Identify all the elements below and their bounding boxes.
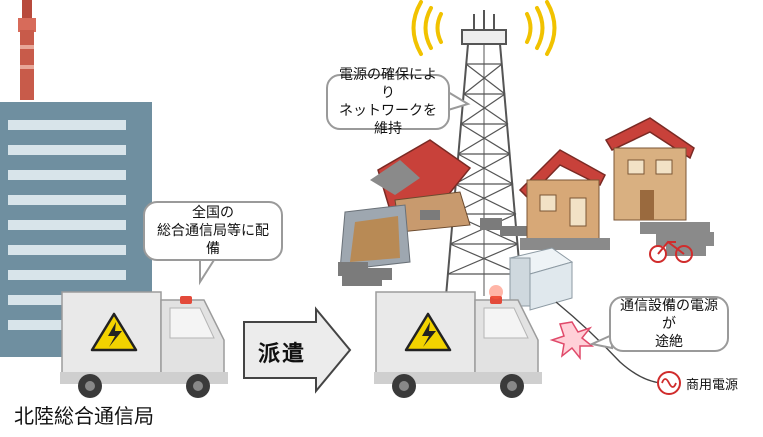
dispatch-origin-bubble: 全国の 総合通信局等に配備	[143, 201, 283, 261]
office-label: 北陸総合通信局	[14, 400, 154, 429]
communication-tower	[446, 10, 522, 296]
network-maintain-bubble: 電源の確保により ネットワークを維持	[326, 74, 450, 130]
damaged-houses-right	[520, 118, 714, 262]
commercial-power-label: 商用電源	[686, 374, 738, 393]
power-outage-bubble: 通信設備の電源が 途絶	[609, 296, 729, 352]
ac-power-icon	[658, 372, 680, 394]
utility-cabinet	[510, 248, 572, 310]
damaged-houses-left	[338, 140, 528, 286]
bubble-text-line: 総合通信局等に配備	[153, 222, 273, 258]
bubble-text-line: 電源の確保により	[336, 66, 440, 102]
bubble-text-line: ネットワークを維持	[336, 102, 440, 138]
bubble-tail	[200, 260, 214, 282]
power-supply-truck-right	[374, 285, 542, 398]
bubble-text-line: 途絶	[619, 333, 719, 351]
bubble-text-line: 通信設備の電源が	[619, 297, 719, 333]
bubble-text-line: 全国の	[153, 204, 273, 222]
power-supply-truck-left	[60, 292, 228, 398]
dispatch-arrow-label: 派遣	[258, 336, 306, 368]
